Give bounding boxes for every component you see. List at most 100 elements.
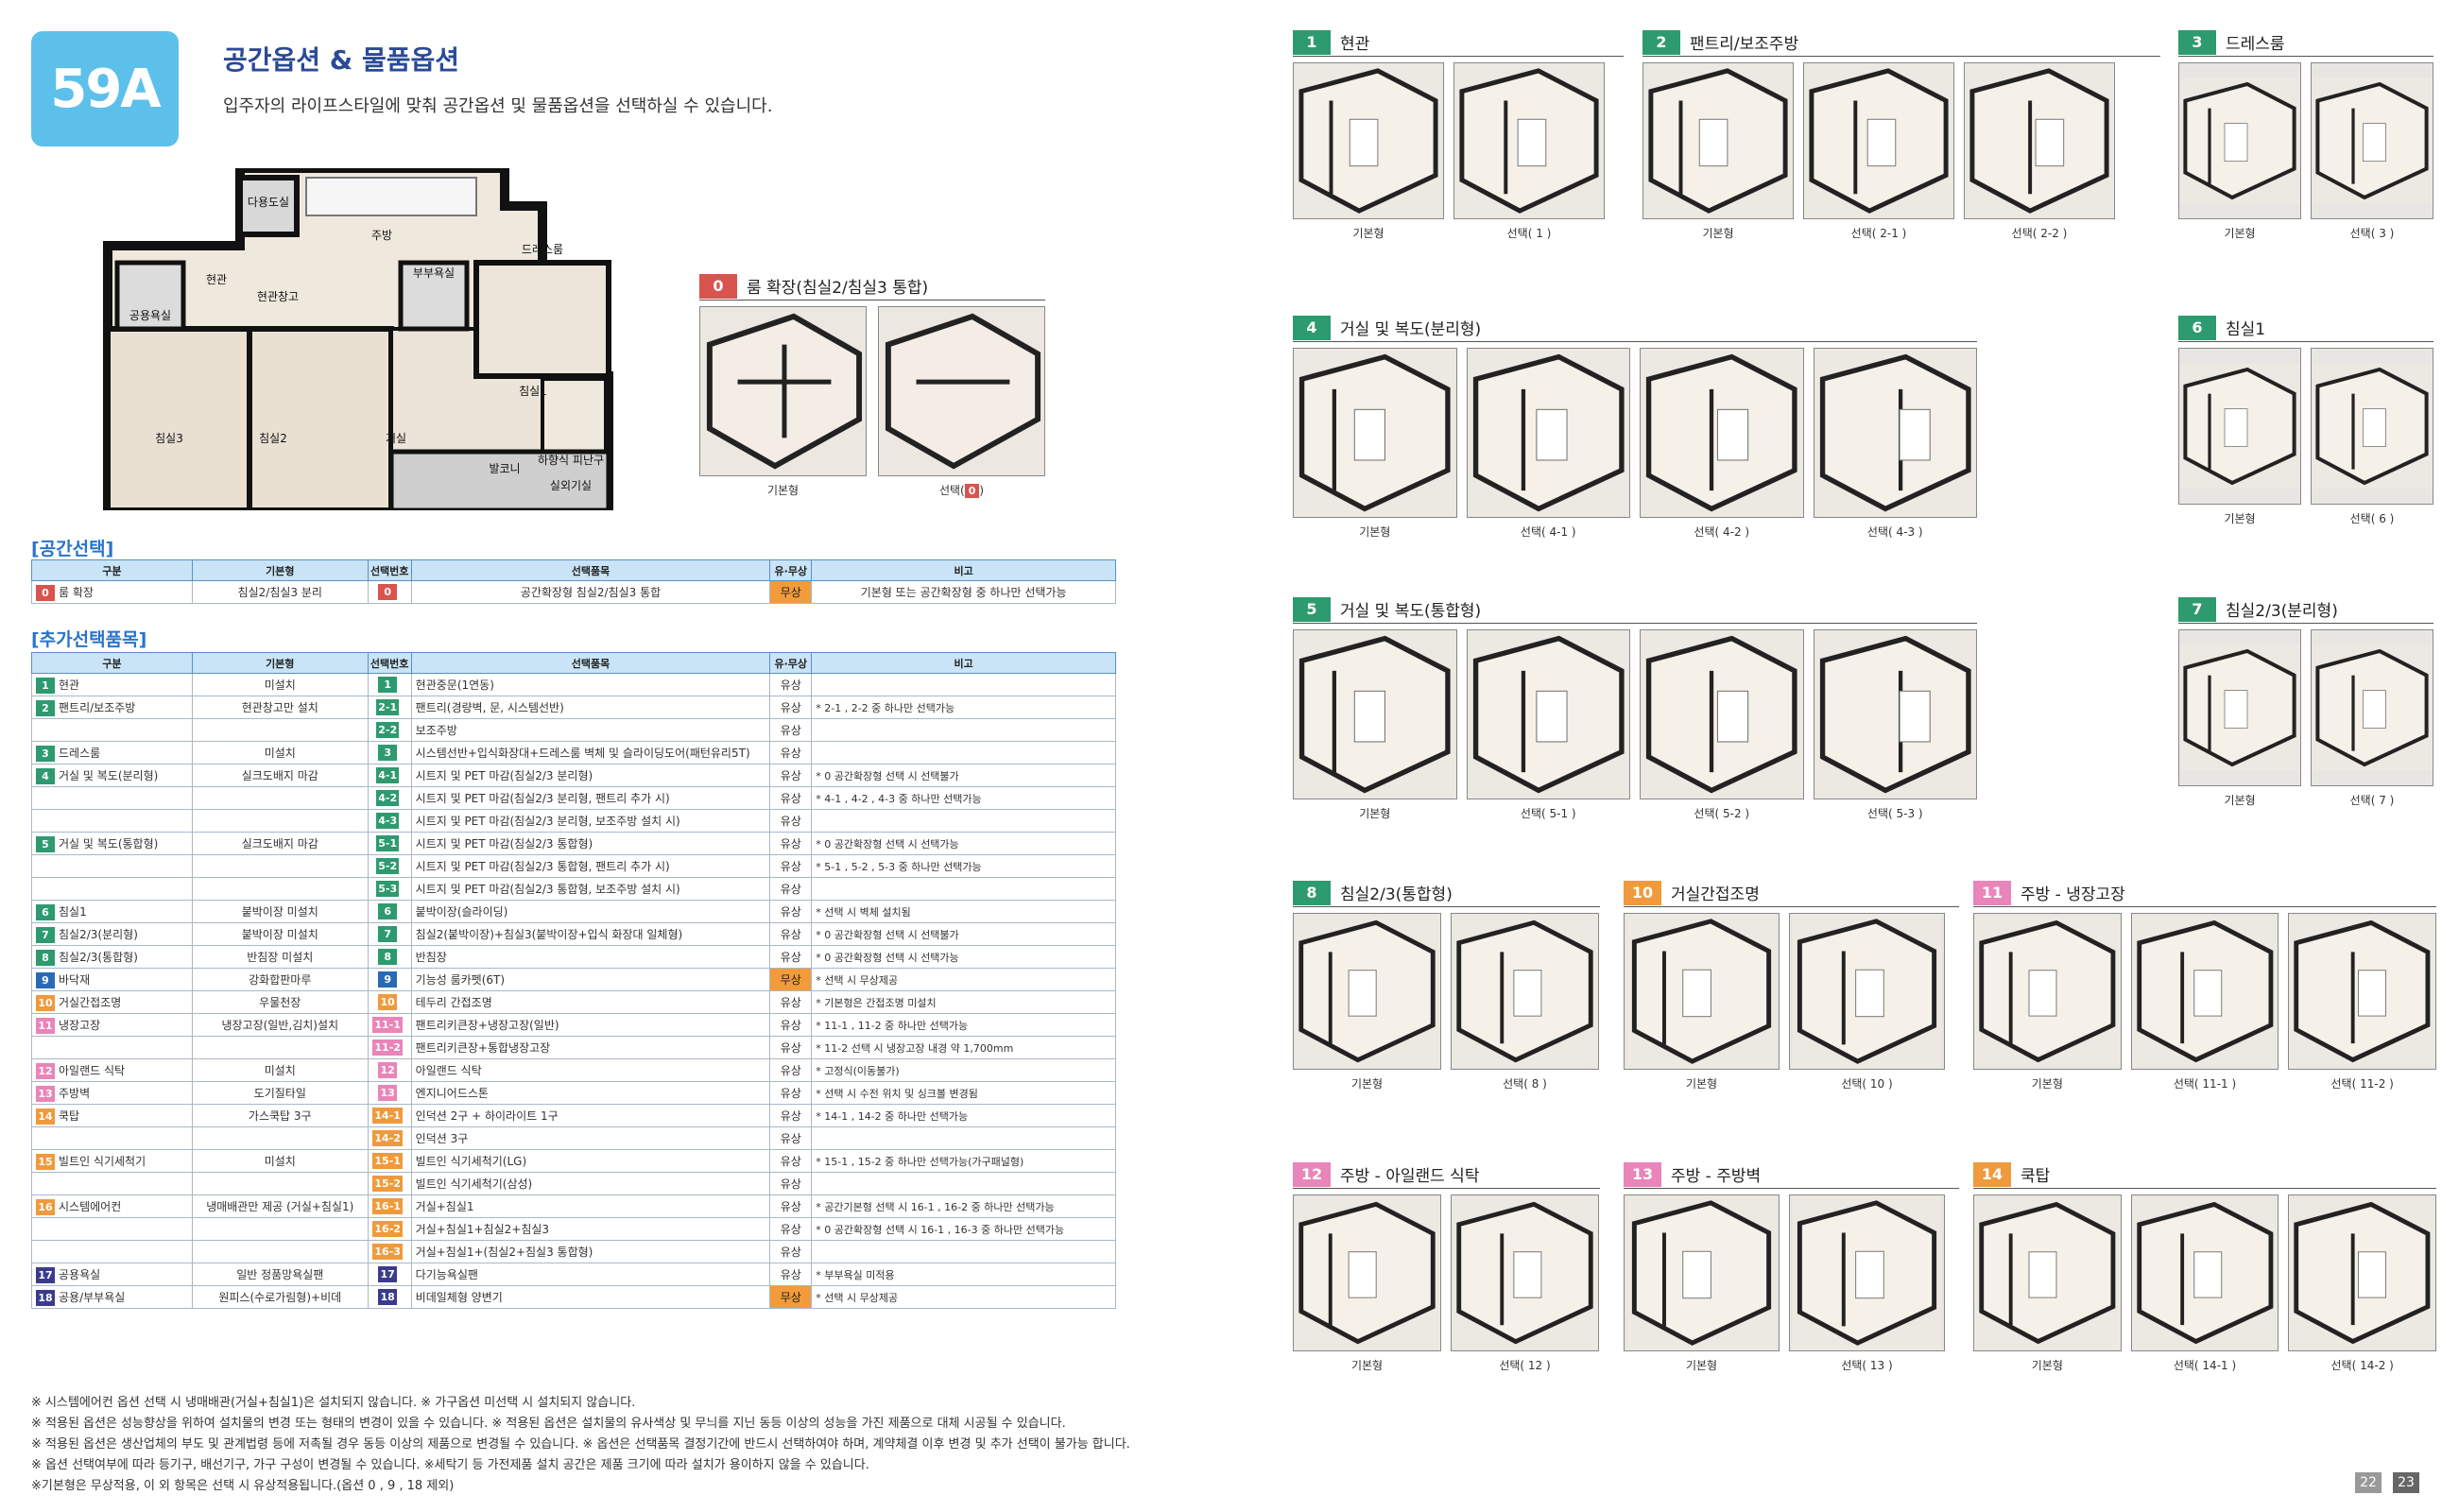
table-row: 5-3 시트지 및 PET 마감(침실2/3 통합형, 보조주방 설치 시) 유… <box>31 877 1116 901</box>
table-cell: 거실+침실1 <box>410 1194 771 1218</box>
table-cell: 2-1 <box>367 696 412 719</box>
footnotes: ※ 시스템에어컨 옵션 선택 시 냉매배관(거실+침실1)은 설치되지 않습니다… <box>31 1393 1146 1497</box>
table-cell: 인덕션 3구 <box>410 1126 771 1150</box>
table-cell: 4-3 <box>367 809 412 833</box>
table-cell: * 공간기본형 선택 시 16-1 , 16-2 중 하나만 선택가능 <box>811 1194 1116 1218</box>
table-cell: * 11-2 선택 시 냉장고장 내경 약 1,700mm <box>811 1036 1116 1059</box>
option-caption: 선택( 8 ) <box>1503 1077 1547 1091</box>
plan-label: 침실1 <box>519 385 547 398</box>
table-cell: 반침장 <box>410 945 771 969</box>
option-caption: 선택( 14-2 ) <box>2330 1359 2394 1372</box>
table-cell: 냉매배관만 제공 (거실+침실1) <box>191 1194 369 1218</box>
table-cell <box>811 809 1116 833</box>
table-cell: 붙박이장(슬라이딩) <box>410 900 771 923</box>
table-cell: 유상 <box>769 1104 813 1127</box>
table-cell <box>31 1126 193 1150</box>
table-cell <box>31 854 193 878</box>
table-cell: 시트지 및 PET 마감(침실2/3 통합형, 보조주방 설치 시) <box>410 877 771 901</box>
table-cell: * 부부욕실 미적용 <box>811 1263 1116 1286</box>
option-caption: 기본형 <box>1350 1077 1384 1091</box>
section-title: 룸 확장(침실2/침실3 통합) <box>747 279 929 298</box>
option-image <box>1293 1194 1441 1351</box>
table-cell: 테두리 간접조명 <box>410 990 771 1014</box>
table-row: 4-2 시트지 및 PET 마감(침실2/3 분리형, 팬트리 추가 시) 유상… <box>31 786 1116 810</box>
plan-label: 공용욕실 <box>129 309 171 322</box>
table-cell: 무상 <box>769 580 813 604</box>
option-caption: 기본형 <box>2031 1359 2063 1372</box>
table-cell: 시트지 및 PET 마감(침실2/3 통합형, 팬트리 추가 시) <box>410 854 771 878</box>
option-image <box>2178 62 2301 219</box>
table-cell: 9 <box>367 968 412 991</box>
table-cell: 아일랜드 식탁 <box>410 1058 771 1082</box>
table-cell: * 선택 시 수전 위치 및 싱크볼 변경됨 <box>811 1081 1116 1105</box>
section-title: 거실간접조명 <box>1671 885 1760 904</box>
option-caption: 선택( 3 ) <box>2349 227 2395 240</box>
table-cell: * 11-1 , 11-2 중 하나만 선택가능 <box>811 1013 1116 1037</box>
caption-base: 기본형 <box>766 484 800 497</box>
table-cell: 다기능욕실팬 <box>410 1263 771 1286</box>
table-cell: 3 <box>367 741 412 765</box>
plan-label: 다용도실 <box>248 196 289 209</box>
table-cell <box>191 786 369 810</box>
table-cell: 실크도배지 마감 <box>191 764 369 787</box>
table-cell: 2-2 <box>367 718 412 742</box>
plan-label: 거실 <box>386 432 406 445</box>
table-cell: 8 <box>367 945 412 969</box>
option-caption: 선택( 5-2 ) <box>1694 807 1750 820</box>
option-caption: 기본형 <box>2224 512 2256 525</box>
table-cell: 16-2 <box>367 1217 412 1241</box>
table-cell: 유상 <box>769 786 813 810</box>
section-title: 침실2/3(통합형) <box>1340 885 1453 904</box>
table-cell: 기능성 룸카펫(6T) <box>410 968 771 991</box>
table-row: 16-2 거실+침실1+침실2+침실3 유상 * 0 공간확장형 선택 시 16… <box>31 1217 1116 1241</box>
table-cell: 붙박이장 미설치 <box>191 900 369 923</box>
table-cell: 현관창고만 설치 <box>191 696 369 719</box>
table-cell <box>811 1172 1116 1195</box>
option-caption: 선택( 13 ) <box>1841 1359 1893 1372</box>
section-number: 3 <box>2178 29 2216 55</box>
table-cell: 유상 <box>769 741 813 765</box>
table-cell: 미설치 <box>191 1149 369 1173</box>
table-cell: 13 <box>367 1081 412 1105</box>
table-cell: 16-1 <box>367 1194 412 1218</box>
option-caption: 선택( 7 ) <box>2349 794 2395 807</box>
option-image <box>1813 629 1977 799</box>
table-cell: 14-1 <box>367 1104 412 1127</box>
section-title: 거실 및 복도(분리형) <box>1340 320 1482 339</box>
table-cell: 거실+침실1+침실2+침실3 <box>410 1217 771 1241</box>
section-number: 8 <box>1293 880 1331 905</box>
option-caption: 선택( 6 ) <box>2349 512 2395 525</box>
left-page: 59A 공간옵션 & 물품옵션 입주자의 라이프스타일에 맞춰 공간옵션 및 물… <box>31 31 1146 1497</box>
option-image <box>1640 348 1804 518</box>
table-cell: 유상 <box>769 990 813 1014</box>
table-cell: 유상 <box>769 1149 813 1173</box>
table-cell: 팬트리키큰장+통합냉장고장 <box>410 1036 771 1059</box>
section-title: 드레스룸 <box>2226 35 2285 54</box>
table-cell: 유상 <box>769 1058 813 1082</box>
table-cell: 시트지 및 PET 마감(침실2/3 통합형) <box>410 832 771 855</box>
table-cell: 유상 <box>769 877 813 901</box>
table-header: 선택번호 <box>367 652 412 674</box>
option-caption: 선택( 2-2 ) <box>2011 227 2068 240</box>
option-image <box>699 306 867 476</box>
table-cell <box>191 809 369 833</box>
table-cell: 유상 <box>769 718 813 742</box>
table-cell <box>811 877 1116 901</box>
table-cell: 12 <box>367 1058 412 1082</box>
page-number: 23 <box>2393 1472 2419 1493</box>
section-number: 6 <box>2178 315 2216 340</box>
table-header: 선택번호 <box>367 559 412 581</box>
footnote: ※기본형은 무상적용, 이 외 항목은 선택 시 유상적용됩니다.(옵션 0 ,… <box>31 1479 455 1493</box>
table-cell: * 선택 시 벽체 설치됨 <box>811 900 1116 923</box>
table-cell: 미설치 <box>191 673 369 696</box>
section-title: 주방 - 아일랜드 식탁 <box>1340 1167 1480 1186</box>
